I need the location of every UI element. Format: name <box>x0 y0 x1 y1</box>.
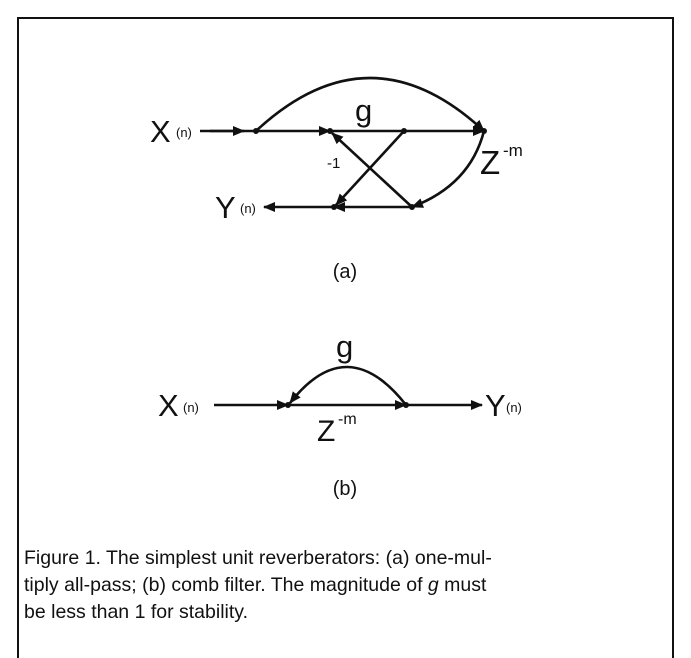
node-a2 <box>327 128 333 134</box>
b-input-idx: (n) <box>183 400 199 415</box>
b-input-var: X <box>158 388 179 423</box>
b-output-var: Y <box>485 388 506 423</box>
a-gain-label: g <box>355 93 372 128</box>
a-delay-exp: -m <box>503 141 523 160</box>
b-gain-label: g <box>336 329 353 364</box>
node-b1 <box>285 402 291 408</box>
a-delay-base: Z <box>480 144 500 181</box>
caption-line-2-end: must <box>438 574 487 596</box>
node-a6 <box>409 204 415 210</box>
a-output-var: Y <box>215 190 236 225</box>
node-a5 <box>331 204 337 210</box>
caption-line-1: Figure 1. The simplest unit reverberator… <box>24 547 492 569</box>
b-delay-base: Z <box>317 415 335 448</box>
caption-line-2: tiply all-pass; (b) comb filter. The mag… <box>24 574 428 596</box>
figure-border <box>17 17 674 658</box>
edge-b-feedback-arc <box>288 365 408 406</box>
node-b2 <box>403 402 409 408</box>
diagram-b <box>214 365 483 410</box>
edge-a-delay-arc <box>411 130 486 209</box>
edge-a-top-arc <box>255 76 485 132</box>
diagram-b-nodes <box>285 402 409 408</box>
caption-var-g: g <box>427 574 439 596</box>
diagram-a <box>200 76 486 212</box>
a-output-idx: (n) <box>240 201 256 216</box>
caption-line-3: be less than 1 for stability. <box>24 601 249 623</box>
diagram-a-nodes <box>253 128 487 210</box>
a-input-var: X <box>150 114 171 149</box>
b-figure-label: (b) <box>333 478 357 500</box>
figure-caption: Figure 1. The simplest unit reverberator… <box>24 545 664 626</box>
a-input-idx: (n) <box>176 125 192 140</box>
node-a3 <box>401 128 407 134</box>
a-neg-gain-label: -1 <box>327 155 340 172</box>
b-delay-exp: -m <box>338 411 357 428</box>
node-a4 <box>481 128 487 134</box>
a-figure-label: (a) <box>333 261 357 283</box>
b-output-idx: (n) <box>506 400 522 415</box>
node-a1 <box>253 128 259 134</box>
edge-a-cross-up <box>331 132 413 208</box>
